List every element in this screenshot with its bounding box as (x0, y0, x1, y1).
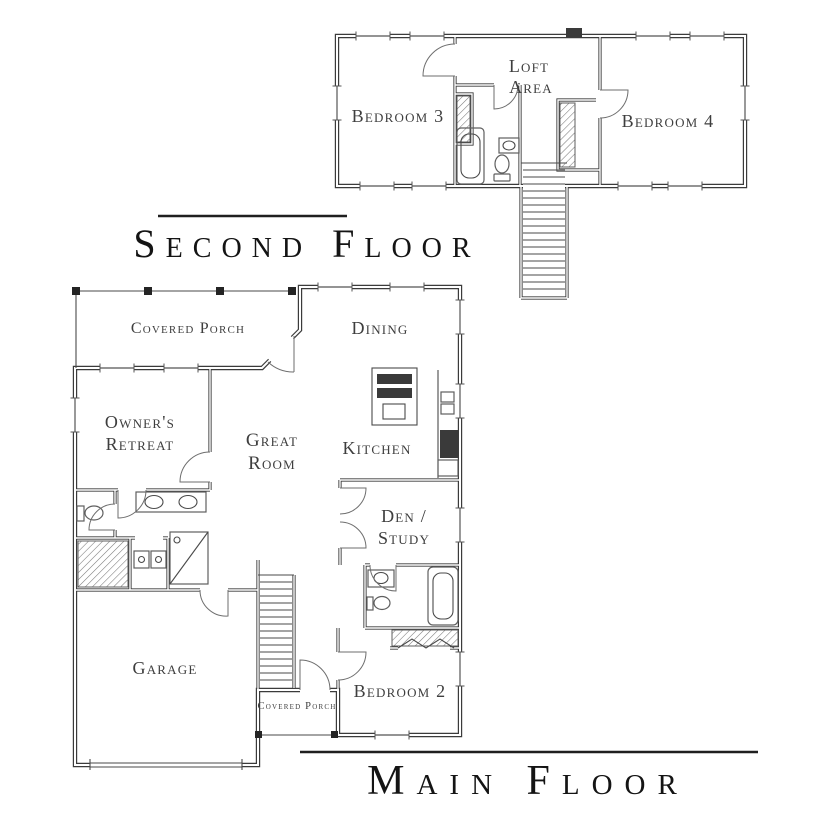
covered-porch-label: Covered Porch (131, 320, 245, 337)
bedroom2-label: Bedroom 2 (354, 681, 447, 701)
dryer-symbol (150, 550, 167, 569)
double-vanity (135, 491, 207, 513)
main-staircase (258, 574, 294, 681)
walk-in-closet-shelving (77, 540, 129, 588)
washer-symbol (133, 550, 150, 569)
dining-label: Dining (351, 318, 408, 338)
front-porch (72, 287, 296, 368)
owners-bath-fixtures (76, 491, 209, 588)
den-study-label-line1: Den / (381, 506, 427, 526)
chimney (566, 28, 582, 37)
shower-symbol (169, 531, 209, 585)
rear-porch-label: Covered Porch (258, 701, 337, 712)
upper-staircase (521, 162, 567, 290)
den-study-label-line2: Study (378, 528, 430, 548)
range-symbol (437, 459, 459, 477)
main-floor-door-swings (88, 336, 397, 691)
second-floor-plan: Bedroom 3 Loft Area Bedroom 4 (331, 28, 751, 300)
vanity-symbol (367, 569, 395, 588)
linen-closet-shelving (456, 95, 471, 143)
bedroom2-closet (391, 629, 459, 649)
hall-bath-fixtures (366, 566, 459, 626)
bedroom4-closet-shelving (559, 102, 576, 168)
main-floor-title-block: Main Floor (300, 750, 758, 804)
toilet-symbol (76, 505, 85, 522)
bathtub-symbol (456, 127, 485, 185)
main-floor-plan: Covered Porch Dining Owner's Retreat Gre… (69, 281, 466, 770)
owners-retreat-label-line1: Owner's (105, 412, 175, 432)
second-floor-door-openings (451, 44, 604, 191)
bathtub-symbol-2 (427, 566, 459, 626)
loft-area-label-line2: Area (509, 77, 553, 97)
rear-porch (255, 731, 338, 738)
kitchen-sink-symbol (440, 391, 455, 403)
refrigerator-symbol (440, 430, 458, 458)
garage-door (89, 759, 243, 770)
second-floor-title: Second Floor (133, 221, 480, 266)
owners-retreat-label-line2: Retreat (106, 434, 175, 454)
kitchen-fixtures (371, 367, 459, 478)
bedroom4-label: Bedroom 4 (622, 111, 715, 131)
sink-symbol (498, 137, 520, 154)
kitchen-island (371, 367, 418, 426)
great-room-label-line2: Room (248, 453, 296, 474)
upstairs-bath-fixtures (456, 127, 520, 185)
loft-area-label-line1: Loft (509, 56, 549, 76)
kitchen-label: Kitchen (342, 438, 411, 458)
toilet-symbol (494, 154, 510, 174)
garage-label: Garage (133, 658, 198, 678)
second-floor-door-swings (422, 43, 629, 119)
main-floor-title: Main Floor (367, 758, 689, 804)
main-floor-door-openings (111, 334, 450, 694)
bedroom3-label: Bedroom 3 (352, 106, 445, 126)
great-room-label-line1: Great (246, 430, 298, 451)
second-floor-title-block: Second Floor (133, 214, 480, 266)
toilet-symbol-2 (366, 596, 374, 611)
